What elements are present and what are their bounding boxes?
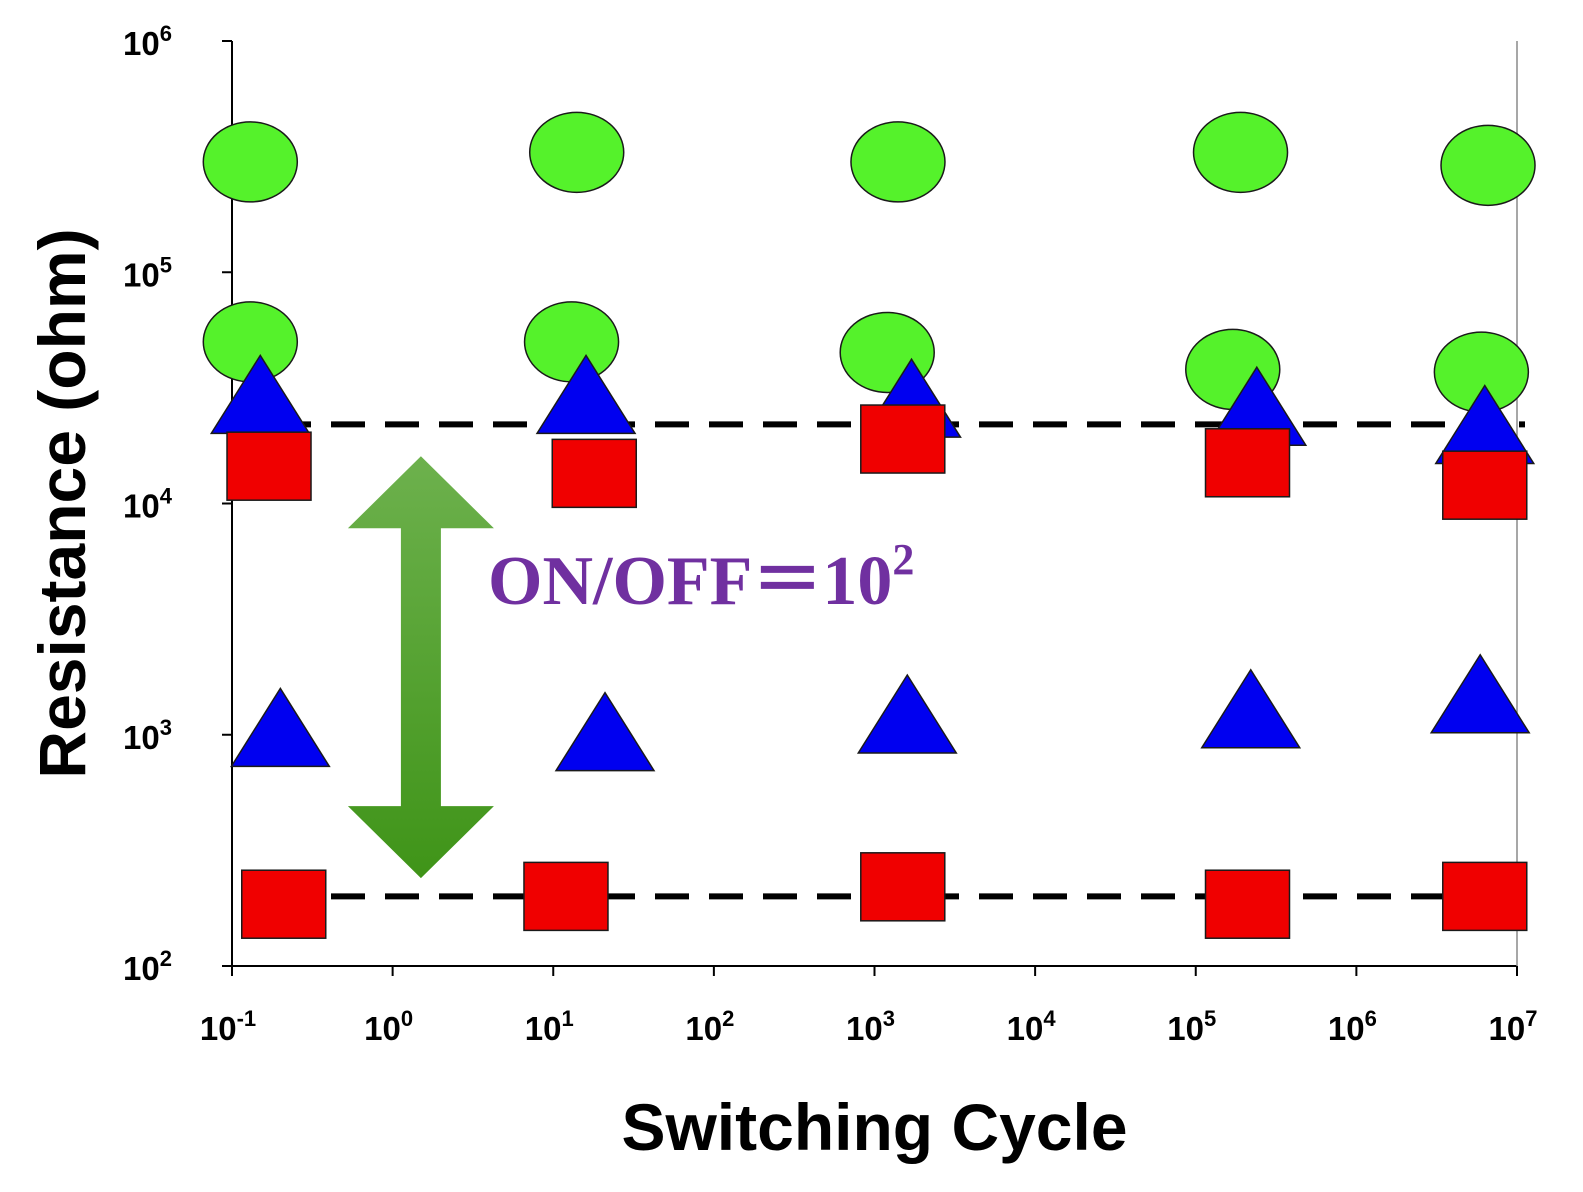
circle-marker-s2-p1 [202, 301, 299, 383]
x-tick-label-9: 107 [1489, 1006, 1538, 1047]
triangle-marker-s5-p2 [554, 691, 656, 772]
triangle-marker-s3-p2 [535, 353, 637, 435]
x-tick-label-8: 106 [1328, 1006, 1377, 1047]
square-marker-s6-p2 [523, 861, 609, 932]
triangle-marker-s5-p3 [856, 673, 958, 754]
y-axis-title: Resistance (ohm) [25, 228, 99, 778]
y-tick-label-5: 106 [123, 21, 172, 62]
square-marker-s6-p3 [860, 852, 946, 922]
x-tick-label-1: 10-1 [200, 1006, 256, 1047]
circle-marker-s1-p2 [528, 111, 625, 194]
x-tick-label-2: 100 [364, 1006, 413, 1047]
x-tick-label-3: 101 [525, 1006, 574, 1047]
square-marker-s4-p3 [860, 404, 946, 474]
y-tick-label-4: 105 [123, 252, 172, 293]
square-marker-s6-p1 [241, 869, 327, 939]
x-tick-label-7: 105 [1167, 1006, 1216, 1047]
y-tick-label-3: 104 [123, 484, 173, 525]
x-tick-label-6: 104 [1007, 1006, 1057, 1047]
square-marker-s4-p1 [226, 431, 312, 501]
on-off-double-arrow [347, 456, 494, 879]
circle-marker-s1-p5 [1440, 124, 1536, 207]
y-tick-label-2: 103 [123, 715, 172, 756]
y-tick-label-1: 102 [123, 946, 172, 987]
circle-marker-s1-p1 [202, 121, 299, 203]
x-axis-title: Switching Cycle [621, 1090, 1127, 1164]
square-marker-s4-p2 [551, 438, 638, 509]
x-tick-label-5: 103 [846, 1006, 895, 1047]
triangle-marker-s5-p4 [1200, 668, 1302, 749]
on-off-ratio-label: ON/OFF＝102 [488, 535, 914, 620]
circle-marker-s2-p2 [523, 301, 620, 383]
circle-marker-s1-p4 [1192, 111, 1289, 194]
square-marker-s4-p5 [1442, 450, 1528, 520]
x-tick-label-4: 102 [685, 1006, 734, 1047]
circle-marker-s1-p3 [850, 121, 946, 203]
triangle-marker-s5-p5 [1429, 653, 1531, 734]
triangle-marker-s5-p1 [229, 687, 331, 768]
square-marker-s4-p4 [1204, 428, 1291, 498]
square-marker-s6-p4 [1204, 869, 1291, 939]
square-marker-s6-p5 [1442, 861, 1528, 932]
